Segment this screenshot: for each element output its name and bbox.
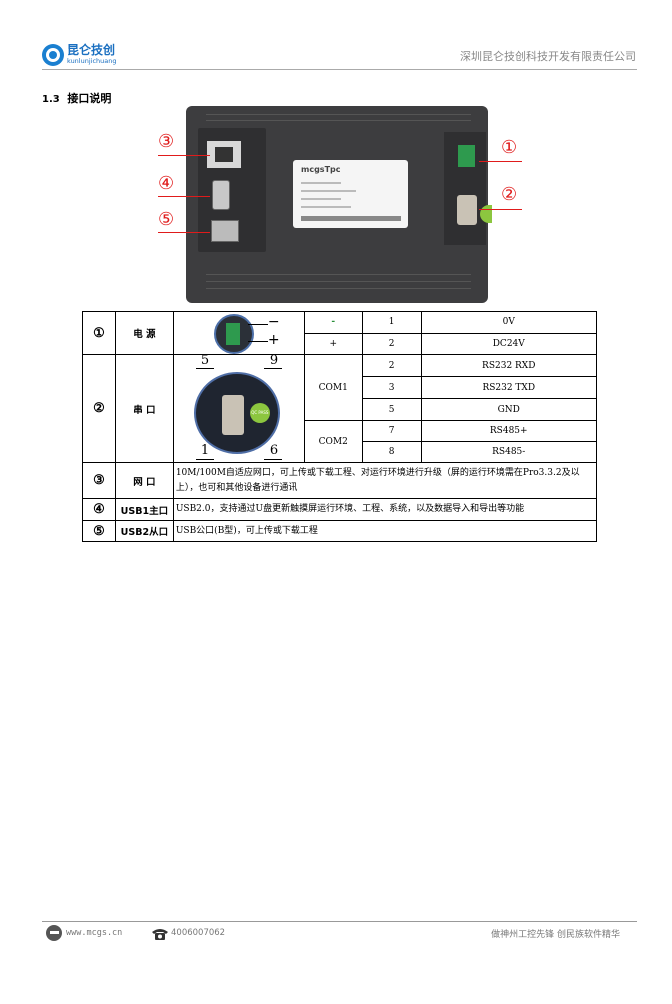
pin-label-1: 1	[200, 443, 210, 458]
marker-2: ②	[501, 184, 518, 205]
section-title: 1.3 接口说明	[42, 90, 111, 106]
row-id: ⑤	[82, 520, 116, 542]
ethernet-port-icon	[207, 141, 241, 168]
section-number: 1.3	[42, 94, 60, 105]
company-name: 深圳昆仑技创科技开发有限责任公司	[460, 50, 636, 63]
pin-function: DC24V	[420, 332, 597, 355]
pin-function: RS232 TXD	[420, 376, 597, 399]
company-logo: 昆仑技创 kunlunjichuang	[42, 44, 132, 68]
footer-slogan: 做神州工控先锋 创民族软件精华	[491, 930, 620, 940]
section-heading: 接口说明	[67, 92, 112, 105]
pin-number: 2	[361, 332, 422, 355]
table-row: ⑤ USB2从口 USB公口(B型)，可上传或下载工程	[82, 520, 598, 542]
marker-3-line	[158, 155, 210, 156]
row-id: ③	[82, 462, 116, 499]
marker-3: ③	[158, 131, 175, 152]
header-divider	[42, 69, 637, 70]
row-name: 电 源	[114, 311, 174, 355]
phone-icon	[151, 926, 169, 940]
signal-group: +	[303, 332, 363, 355]
table-row: ③ 网 口 10M/100M自适应网口，可上传或下载工程、对运行环境进行升级（屏…	[82, 462, 598, 499]
marker-4: ④	[158, 173, 175, 194]
usb-a-port-icon	[212, 180, 230, 210]
table-row: 8 RS485-	[83, 441, 597, 463]
pin-function: RS485+	[420, 420, 597, 442]
marker-2-line	[479, 209, 522, 210]
qc-sticker-icon	[480, 205, 492, 223]
marker-1-line	[479, 161, 522, 162]
power-terminal-image: − +	[172, 311, 305, 355]
pin-number: 1	[361, 311, 422, 334]
power-terminal-icon	[458, 145, 475, 167]
pin-function: 0V	[420, 311, 597, 334]
table-row: ④ USB1主口 USB2.0，支持通过U盘更新触摸屏运行环境、工程、系统，以及…	[82, 498, 598, 521]
row-name: USB2从口	[114, 520, 174, 542]
pin-label-6: 6	[269, 443, 279, 458]
row-id: ④	[82, 498, 116, 521]
db9-port-icon	[457, 195, 477, 225]
pin-label-9: 9	[269, 353, 279, 368]
pin-number: 8	[361, 441, 422, 463]
db9-connector-image: QC PASS 5 9 1 6	[172, 353, 305, 463]
row-description: USB公口(B型)，可上传或下载工程	[172, 520, 598, 542]
pin-number: 7	[361, 420, 422, 442]
row-id: ②	[82, 354, 116, 463]
footer-divider	[42, 921, 637, 922]
footer-website[interactable]: www.mcgs.cn	[66, 928, 123, 938]
plus-label: +	[267, 332, 280, 348]
pin-label-5: 5	[200, 353, 210, 368]
marker-5-line	[158, 232, 210, 233]
interface-spec-table: ① 电 源 − + - 1 0V + 2 DC24V ② 串 口 QC PASS	[82, 311, 598, 542]
signal-group: -	[303, 311, 363, 334]
footer-phone: 4006007062	[171, 928, 226, 938]
pin-number: 2	[361, 354, 422, 377]
web-browser-icon	[46, 925, 62, 941]
row-description: USB2.0，支持通过U盘更新触摸屏运行环境、工程、系统，以及数据导入和导出等功…	[172, 498, 598, 521]
signal-group: COM1	[303, 354, 363, 421]
table-row: ① 电 源 − + - 1 0V	[82, 311, 597, 355]
logo-icon	[42, 44, 64, 66]
marker-4-line	[158, 196, 210, 197]
device-label-sticker: mcgsTpc	[293, 160, 408, 228]
table-row: + 2 DC24V	[83, 332, 597, 355]
row-name: USB1主口	[114, 498, 174, 521]
power-connector-icon	[213, 314, 254, 354]
usb-b-port-icon	[211, 220, 239, 242]
signal-group: COM2	[303, 420, 363, 463]
pin-number: 5	[361, 398, 422, 421]
sticker-brand: mcgsTpc	[301, 165, 341, 174]
marker-1: ①	[501, 137, 518, 158]
pin-number: 3	[361, 376, 422, 399]
row-description: 10M/100M自适应网口，可上传或下载工程、对运行环境进行升级（屏的运行环境需…	[172, 462, 598, 499]
row-name: 串 口	[114, 354, 174, 463]
pin-function: RS232 RXD	[420, 354, 597, 377]
logo-text-cn: 昆仑技创	[67, 43, 116, 57]
pin-function: GND	[420, 398, 597, 421]
qc-pass-badge: QC PASS	[249, 403, 270, 423]
logo-text-en: kunlunjichuang	[67, 57, 117, 65]
table-row: ② 串 口 QC PASS 5 9 1 6 COM1 2 RS232 RXD	[82, 353, 597, 463]
minus-label: −	[267, 314, 280, 330]
row-id: ①	[82, 311, 116, 355]
pin-function: RS485-	[420, 441, 597, 463]
marker-5: ⑤	[158, 209, 175, 230]
row-name: 网 口	[114, 462, 174, 499]
table-row: 5 GND	[83, 398, 597, 421]
